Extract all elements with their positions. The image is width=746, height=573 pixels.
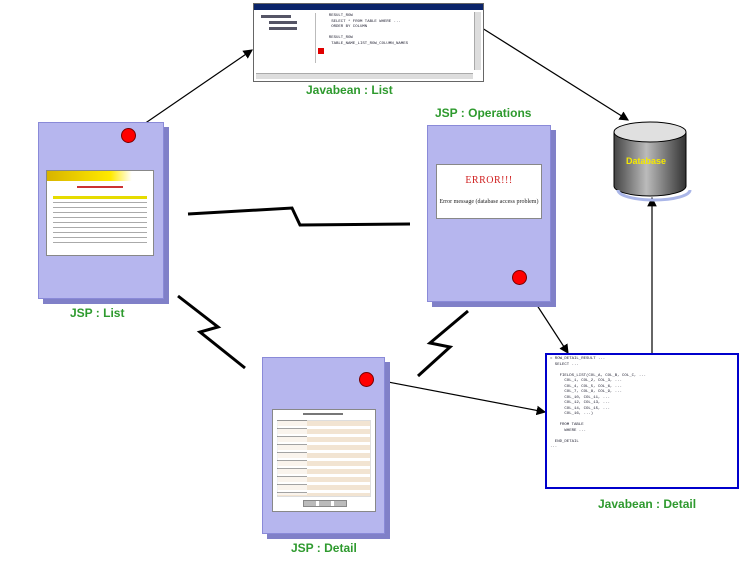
jsp-operations-page: ERROR!!! Error message (database access … [427,125,551,302]
javabean-list-window: RESULT_ROW SELECT * FROM TABLE WHERE ...… [253,3,484,82]
jsp-detail-connector-dot [359,372,374,387]
arrow-detail-to-javabean-detail [366,377,547,416]
database-label: Database [626,156,667,166]
jsp-list-screenshot [46,170,154,256]
jsp-operations-screenshot: ERROR!!! Error message (database access … [436,164,542,219]
caption-javabean-detail: Javabean : Detail [598,497,697,511]
jsp-list-banner [47,171,153,181]
window-tree-pane [257,13,316,63]
jsp-detail-screenshot [272,409,376,512]
caption-jsp-operations: JSP : Operations [435,106,532,120]
caption-jsp-list: JSP : List [70,306,125,320]
jsp-operations-connector-dot [512,270,527,285]
arrow-list-to-javabean [127,49,253,136]
link-list-operations [187,206,411,227]
javabean-detail-code: = ROW_DETAIL_RESULT ... SELECT ... FIELD… [550,357,647,449]
caption-javabean-list: Javabean : List [306,83,393,97]
jsp-list-connector-dot [121,128,136,143]
link-list-detail [177,294,246,370]
jsp-detail-page [262,357,385,534]
window-titlebar [254,4,483,10]
window-hscrollbar [256,73,473,79]
window-marker [318,48,324,54]
database-cylinder [613,121,692,202]
operations-error-title: ERROR!!! [465,175,513,186]
jsp-list-page [38,122,164,299]
caption-jsp-detail: JSP : Detail [291,541,357,555]
window-code-pane: RESULT_ROW SELECT * FROM TABLE WHERE ...… [328,14,409,46]
window-scrollbar [474,12,481,70]
arrow-javabean-list-to-database [481,27,630,121]
javabean-detail-code-box: = ROW_DETAIL_RESULT ... SELECT ... FIELD… [545,353,739,489]
link-operations-detail [416,309,469,378]
operations-error-message: Error message (database access problem) [439,199,539,205]
detail-form-buttons [303,500,347,507]
